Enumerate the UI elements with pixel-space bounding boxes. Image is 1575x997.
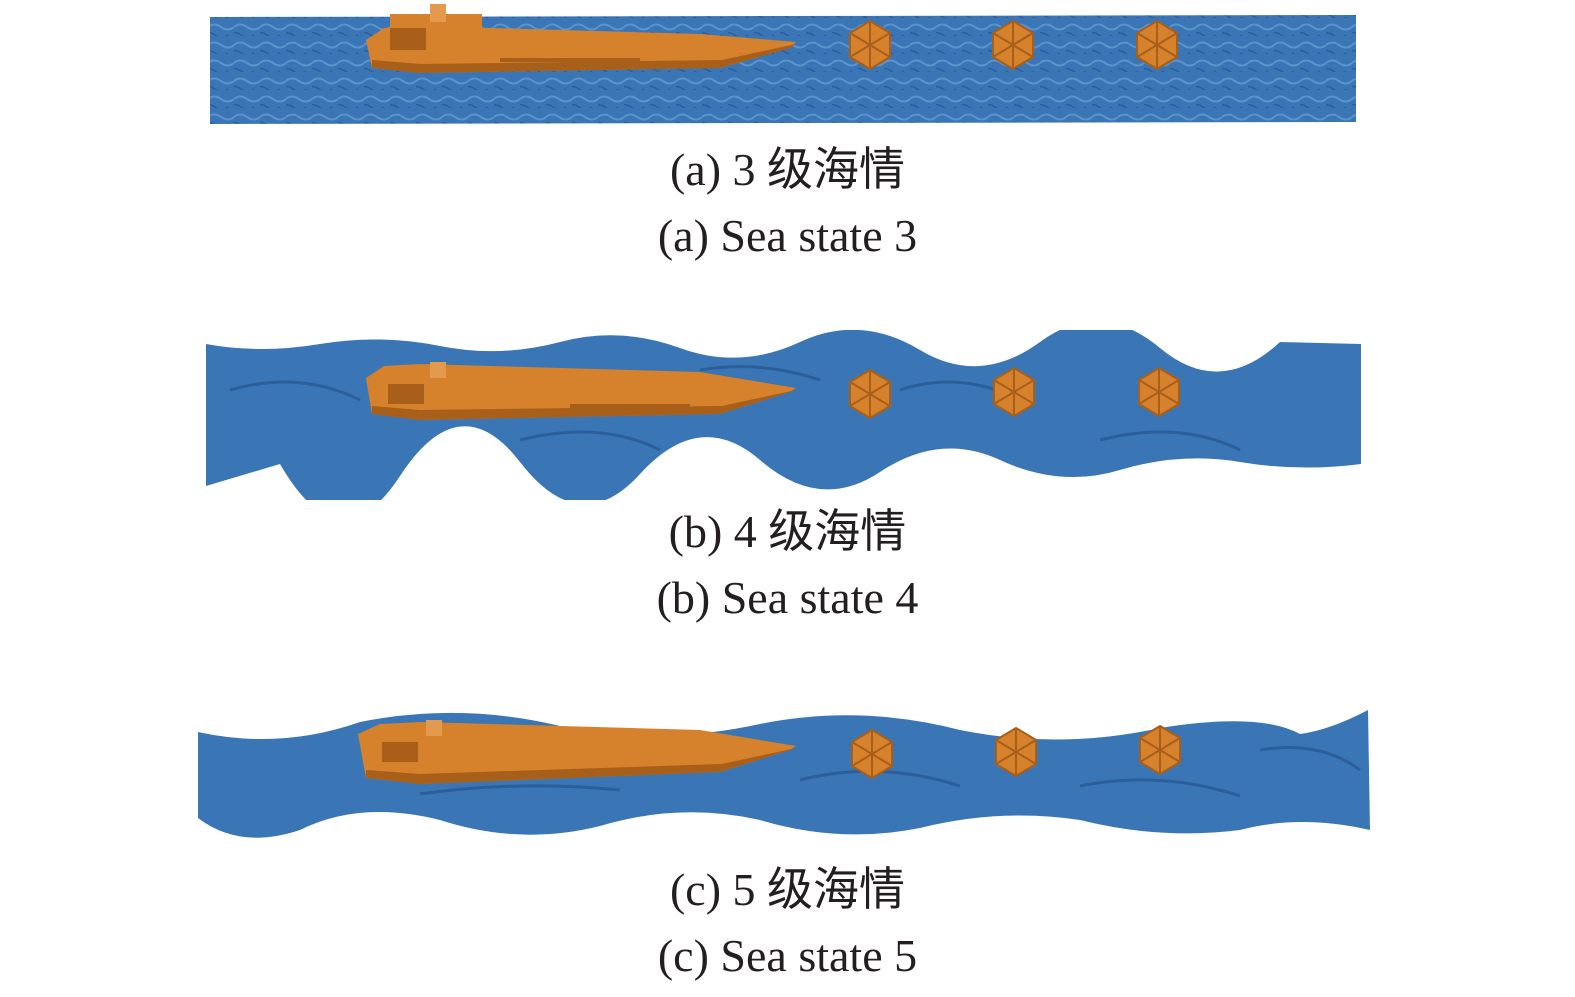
mine-icon	[851, 728, 893, 780]
caption-a-en: (a) Sea state 3	[657, 210, 918, 261]
sea-scene-c	[198, 710, 1370, 838]
mine-icon	[995, 726, 1037, 778]
ship-icon	[366, 4, 796, 73]
ship-icon	[358, 720, 796, 784]
caption-b-en: (b) Sea state 4	[656, 572, 919, 623]
mine-icon	[1136, 19, 1178, 71]
mine-icon	[1139, 724, 1181, 776]
sea-surface-b	[206, 330, 1361, 500]
mine-icon	[849, 19, 891, 71]
ship-icon	[366, 362, 796, 420]
mine-icon	[992, 19, 1034, 71]
caption-c-zh: (c) 5 级海情	[669, 864, 906, 915]
caption-a-zh: (a) 3 级海情	[669, 144, 906, 195]
wave-icon	[229, 365, 1241, 452]
mine-icon	[849, 368, 891, 420]
caption-c-en: (c) Sea state 5	[657, 930, 918, 981]
sea-scene-a	[210, 4, 1356, 124]
mine-icon	[1138, 366, 1180, 418]
mine-icon	[993, 366, 1035, 418]
sea-scene-b	[206, 330, 1361, 500]
caption-b-zh: (b) 4 级海情	[668, 506, 907, 557]
